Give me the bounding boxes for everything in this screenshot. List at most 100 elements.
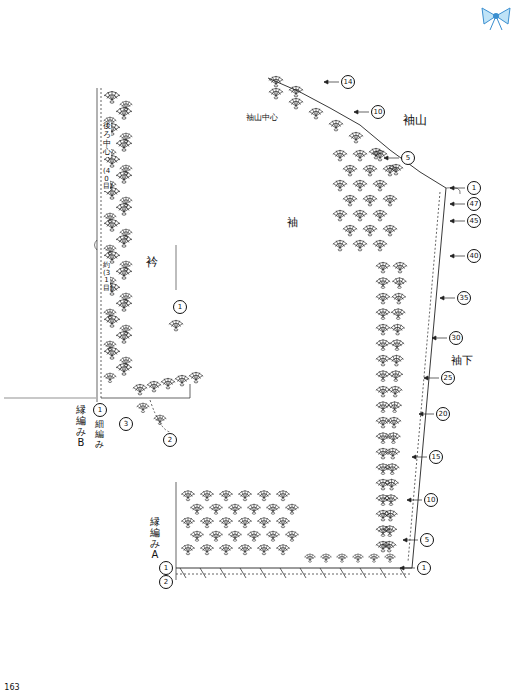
fan-stitch (333, 150, 347, 161)
arrow-head (324, 80, 328, 84)
fan-stitch (349, 132, 363, 143)
fan-stitch (104, 373, 117, 383)
fan-stitch (116, 139, 132, 151)
fan-stitch (352, 554, 363, 563)
fan-stitch (116, 299, 132, 311)
fan-stitch (333, 180, 347, 191)
fan-stitch (376, 339, 390, 350)
fan-stitch (385, 463, 399, 474)
fan-stitch (266, 504, 280, 514)
fan-stitch (161, 378, 175, 389)
fan-stitch (386, 448, 400, 459)
stitch-count: 約(31目) (103, 262, 110, 293)
fan-stitch (343, 225, 357, 236)
fan-stitch (104, 91, 120, 103)
fan-stitch (190, 504, 204, 514)
fan-stitch (376, 494, 390, 505)
fan-stitch (376, 262, 390, 273)
fan-stitch (190, 531, 204, 541)
fan-stitch (343, 165, 357, 176)
fan-stitch (304, 554, 315, 563)
row-number: 3 (119, 417, 133, 431)
fan-stitch (104, 347, 120, 359)
fan-stitch (353, 240, 367, 251)
fan-stitch (116, 171, 132, 183)
fan-stitch (276, 490, 290, 500)
row-number: 10 (371, 105, 385, 119)
fan-stitch (376, 448, 390, 459)
row-number: 1 (173, 300, 187, 314)
arrow-head (424, 376, 428, 380)
fan-stitch (373, 150, 387, 161)
fan-stitch (219, 517, 233, 527)
fan-stitch (116, 235, 132, 247)
fan-stitch (392, 293, 406, 304)
fan-stitch (393, 262, 407, 273)
fan-stitch (390, 339, 404, 350)
fan-stitch (276, 517, 290, 527)
fan-stitch (384, 479, 398, 490)
fan-stitch (238, 490, 252, 500)
fan-stitch (329, 120, 343, 131)
row-number: 1 (93, 403, 107, 417)
fan-stitch (247, 531, 261, 541)
fan-stitch (219, 544, 233, 554)
arrow-head (419, 412, 423, 416)
row-number: 5 (401, 151, 415, 165)
fan-stitch (382, 541, 396, 552)
fan-stitch (333, 240, 347, 251)
fan-stitch (376, 277, 390, 288)
fan-stitch (376, 510, 390, 521)
fan-stitch (120, 261, 133, 271)
fan-stitch (276, 544, 290, 554)
fan-stitch (104, 309, 117, 319)
edging-name: 縁編みA (150, 516, 160, 560)
stitch-count: (40目) (103, 168, 110, 191)
fan-stitch (104, 219, 120, 231)
fan-stitch (269, 76, 283, 87)
fan-stitch (384, 494, 398, 505)
fan-stitch (383, 195, 397, 206)
fan-stitch (189, 372, 203, 383)
fan-stitch (209, 531, 223, 541)
fan-stitch (200, 517, 214, 527)
fan-stitch (368, 554, 379, 563)
fan-stitch (389, 370, 403, 381)
row-number: 40 (467, 249, 481, 263)
fan-stitch (120, 165, 133, 175)
row-number: 2 (159, 575, 173, 589)
fan-stitch (238, 517, 252, 527)
row-number: 1 (417, 561, 431, 575)
fan-stitch (388, 386, 402, 397)
fan-stitch (133, 384, 147, 395)
fan-stitch (285, 504, 299, 514)
fan-stitch (376, 324, 390, 335)
fan-stitch (373, 210, 387, 221)
fan-stitch (376, 401, 390, 412)
fan-stitch (228, 531, 242, 541)
fan-stitch (353, 210, 367, 221)
edging-name: 縁編みB (76, 404, 86, 448)
fan-stitch (373, 240, 387, 251)
part-name: 衿 (145, 256, 159, 268)
fan-stitch (363, 195, 377, 206)
fan-stitch (333, 210, 347, 221)
row-number: 35 (457, 291, 471, 305)
fan-stitch (104, 213, 117, 223)
fan-stitch (104, 341, 117, 351)
fan-stitch (116, 363, 132, 375)
fan-stitch (373, 180, 387, 191)
fan-stitch (257, 490, 271, 500)
fan-stitch (386, 432, 400, 443)
fan-stitch (383, 165, 397, 176)
arrow-head (384, 156, 388, 160)
part-name: 袖山 (402, 114, 428, 126)
fan-stitch (116, 203, 132, 215)
fan-stitch (376, 308, 390, 319)
fan-stitch (200, 490, 214, 500)
fan-stitch (376, 370, 390, 381)
fan-stitch (228, 504, 242, 514)
row-number: 47 (467, 197, 481, 211)
